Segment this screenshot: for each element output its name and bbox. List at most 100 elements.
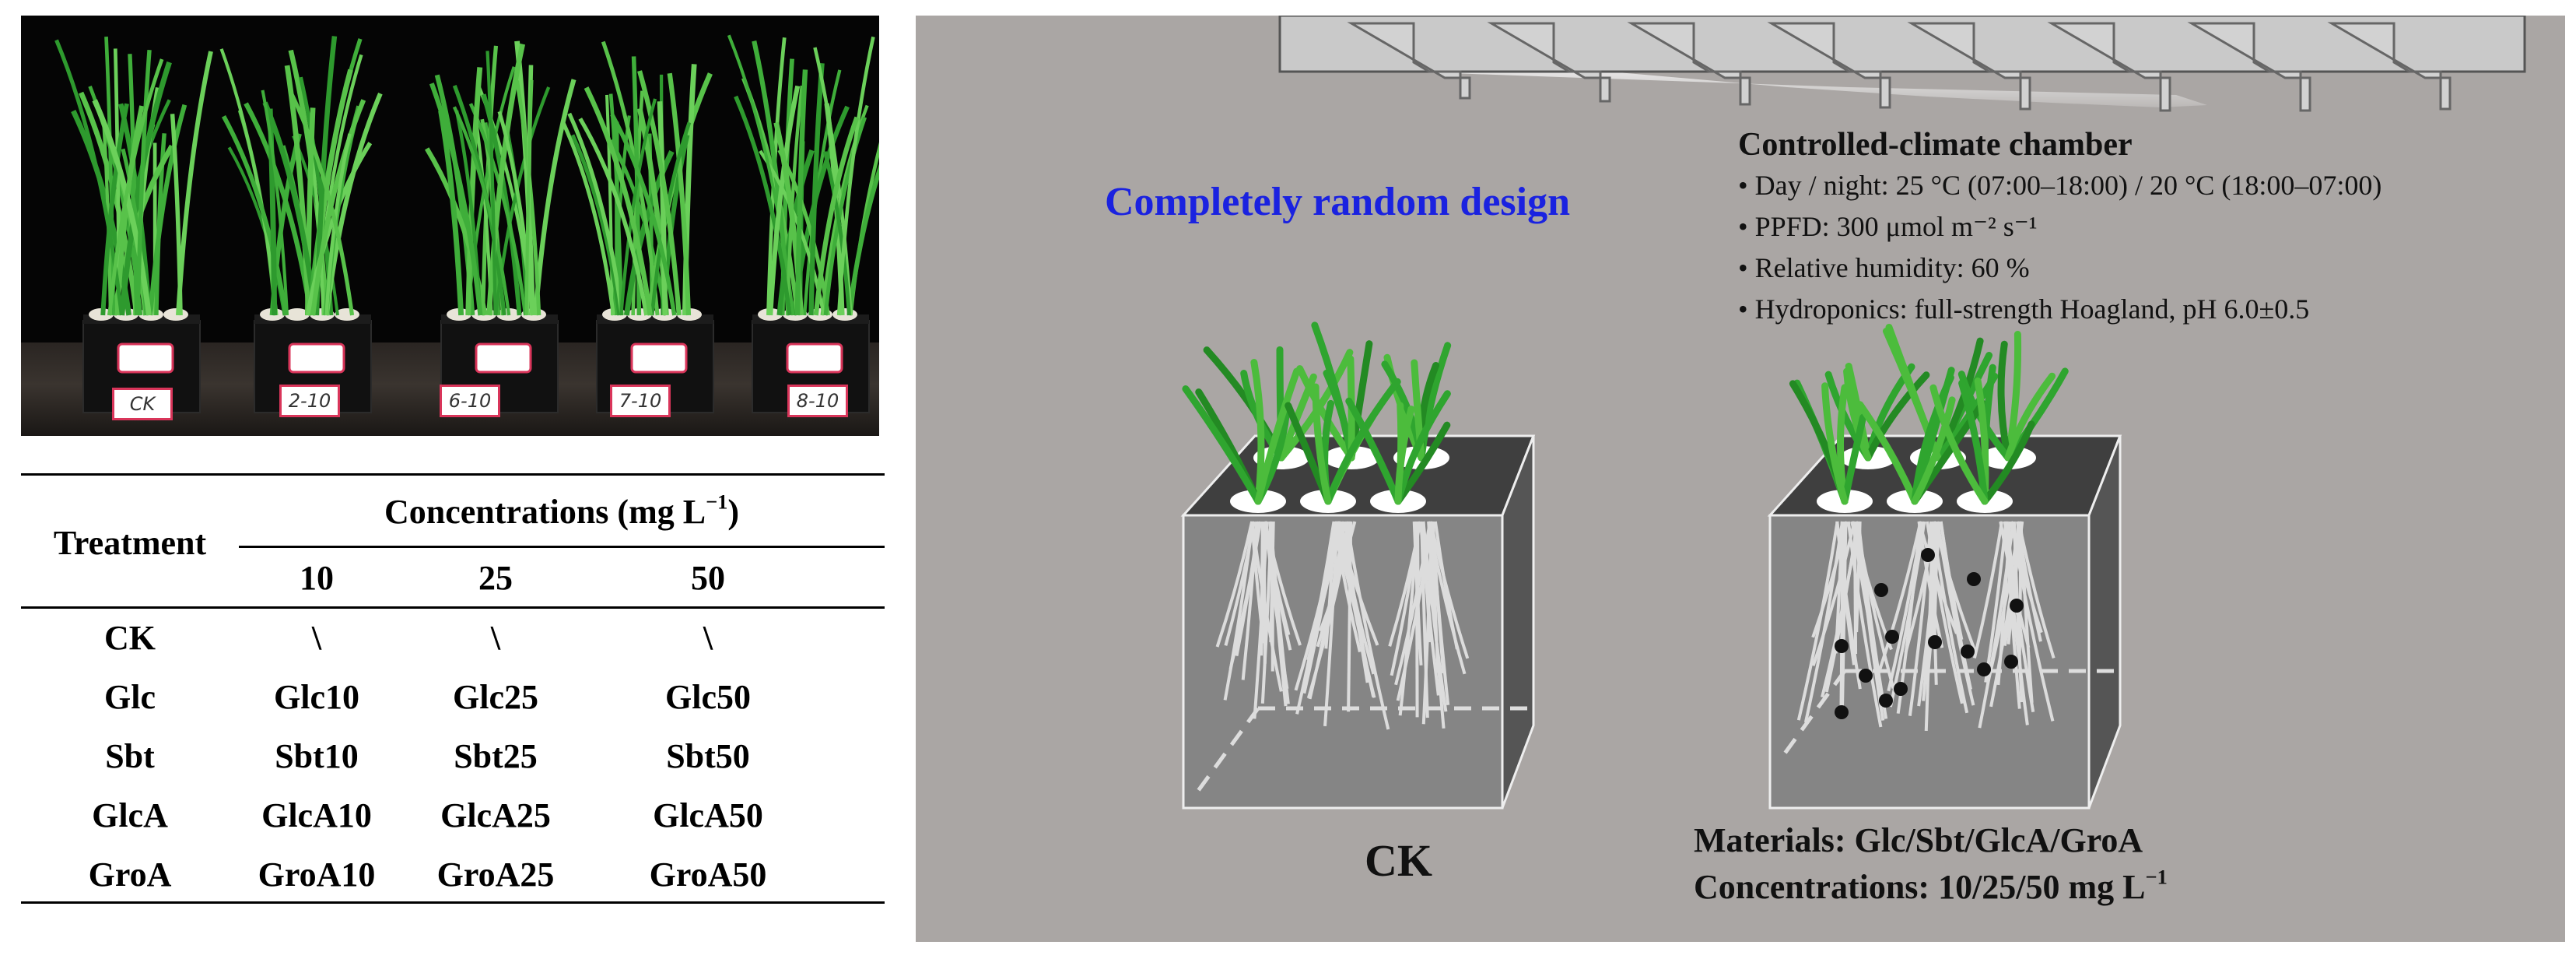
root-strand [1223, 521, 1255, 701]
root-strand [1260, 521, 1274, 704]
seedling-leaf [808, 62, 825, 316]
seedling-leaf [468, 103, 527, 316]
table-header-rule [21, 606, 885, 609]
row-sbt-50: Sbt50 [666, 737, 750, 775]
concentrations-text: Concentrations: 10/25/50 mg L−1 [1694, 865, 2168, 906]
root-strand [1340, 521, 1376, 697]
root-strand [1394, 521, 1432, 686]
material-particle [1961, 645, 1975, 659]
row-sbt-treatment: Sbt [105, 737, 155, 775]
seedling-photo: CK 2-10 6-10 7-10 8-10 [21, 16, 879, 436]
table-mid-rule [239, 546, 885, 548]
chamber-item-hydroponics: • Hydroponics: full-strength Hoagland, p… [1738, 293, 2310, 325]
root-strand [1796, 521, 1839, 721]
seedling-leaf [128, 54, 138, 316]
seedling-leaf [768, 85, 801, 316]
seedling-leaf [219, 48, 279, 316]
wheat-leaf [1182, 385, 1262, 505]
pot-tag [630, 342, 688, 374]
wheat-leaf [1841, 413, 1866, 505]
row-groa-10: GroA10 [258, 855, 376, 894]
wheat-leaf [1981, 420, 2035, 505]
material-particle [1879, 694, 1893, 708]
seedling-leaf [846, 163, 879, 316]
seedling-leaf [667, 72, 692, 316]
material-particle [1977, 662, 1991, 676]
ck-hydroponic-box [1180, 321, 1536, 810]
seedling-leaf [823, 116, 867, 316]
wheat-leaf [1911, 374, 1954, 505]
root-strand [1908, 521, 1933, 716]
material-particle [1894, 682, 1908, 696]
root-strand [1939, 521, 1964, 641]
root-strand [1978, 521, 2015, 729]
seedling-leaf [657, 101, 668, 316]
row-sbt-10: Sbt10 [275, 737, 359, 775]
seedling-leaf [605, 94, 615, 316]
pot-label-2-10: 2-10 [279, 385, 340, 417]
seedling-leaf [813, 47, 853, 316]
root-strand [1421, 521, 1434, 725]
ck-box-label: CK [1365, 835, 1432, 886]
seedling-leaf [567, 112, 624, 316]
seedling-leaf [452, 106, 511, 316]
root-strand [1999, 521, 2031, 648]
row-ck-25: \ [490, 619, 501, 657]
seedling-leaf [619, 98, 657, 316]
grow-light-fixture [1278, 16, 2526, 112]
wheat-leaf [2004, 372, 2056, 462]
chamber-conditions: Controlled-climate chamber • Day / night… [1738, 125, 2381, 330]
pot-tag [288, 342, 345, 374]
treatment-hydroponic-box [1767, 324, 2122, 810]
seedling-leaf [465, 67, 483, 316]
chamber-item-ppfd: • PPFD: 300 μmol m⁻² s⁻¹ [1738, 211, 2038, 242]
seedling-leaf [524, 79, 534, 316]
wheat-leaf [1929, 384, 1989, 505]
material-particle [2010, 599, 2024, 613]
level-25: 25 [478, 559, 513, 597]
wheat-leaf [1394, 406, 1415, 505]
wheat-leaf [1911, 396, 1956, 505]
seedling-leaf [107, 58, 164, 316]
material-particle [1874, 583, 1888, 597]
wheat-leaf [1843, 367, 1872, 462]
seedling-leaf [102, 125, 113, 316]
seedling-leaf [100, 103, 129, 316]
root-strand [1253, 521, 1269, 719]
seedling-leaf [175, 51, 213, 316]
seedling-leaf [310, 99, 366, 316]
seedling-leaf [794, 69, 808, 316]
table-top-rule [21, 473, 885, 476]
header-concentrations: Concentrations (mg L−1) [384, 490, 739, 531]
root-strand [1835, 521, 1856, 666]
row-glca-10: GlcA10 [261, 796, 372, 834]
pot-label-7-10: 7-10 [610, 385, 671, 417]
wheat-leaf [1324, 378, 1401, 505]
wheat-leaf [1254, 367, 1301, 505]
design-title: Completely random design [1105, 180, 1570, 224]
seed-base [163, 308, 188, 321]
seedling-leaf [261, 90, 289, 316]
material-particle [1928, 635, 1942, 649]
pot-label-6-10: 6-10 [440, 385, 500, 417]
seedling-photo-drawing [54, 34, 879, 413]
pot-tag [117, 342, 174, 374]
seedling-leaf [561, 122, 615, 316]
materials-block: Materials: Glc/Sbt/GlcA/GroA Concentrati… [1694, 817, 2168, 911]
material-particle [1859, 669, 1873, 683]
seed-base [832, 308, 857, 321]
root-strand [1335, 521, 1379, 646]
row-glca-50: GlcA50 [653, 796, 763, 834]
table-bottom-rule [21, 901, 885, 904]
pot-tag [475, 342, 532, 374]
root-strand [1431, 521, 1446, 674]
chamber-item-humidity: • Relative humidity: 60 % [1738, 252, 2030, 283]
row-sbt-25: Sbt25 [454, 737, 538, 775]
seedling-leaf [578, 118, 649, 316]
row-groa-50: GroA50 [649, 855, 767, 894]
row-ck-50: \ [703, 619, 713, 657]
row-glca-25: GlcA25 [440, 796, 551, 834]
chamber-item-daynight: • Day / night: 25 °C (07:00–18:00) / 20 … [1738, 170, 2382, 201]
seed-base [285, 308, 310, 321]
seedling-leaf [438, 110, 464, 316]
